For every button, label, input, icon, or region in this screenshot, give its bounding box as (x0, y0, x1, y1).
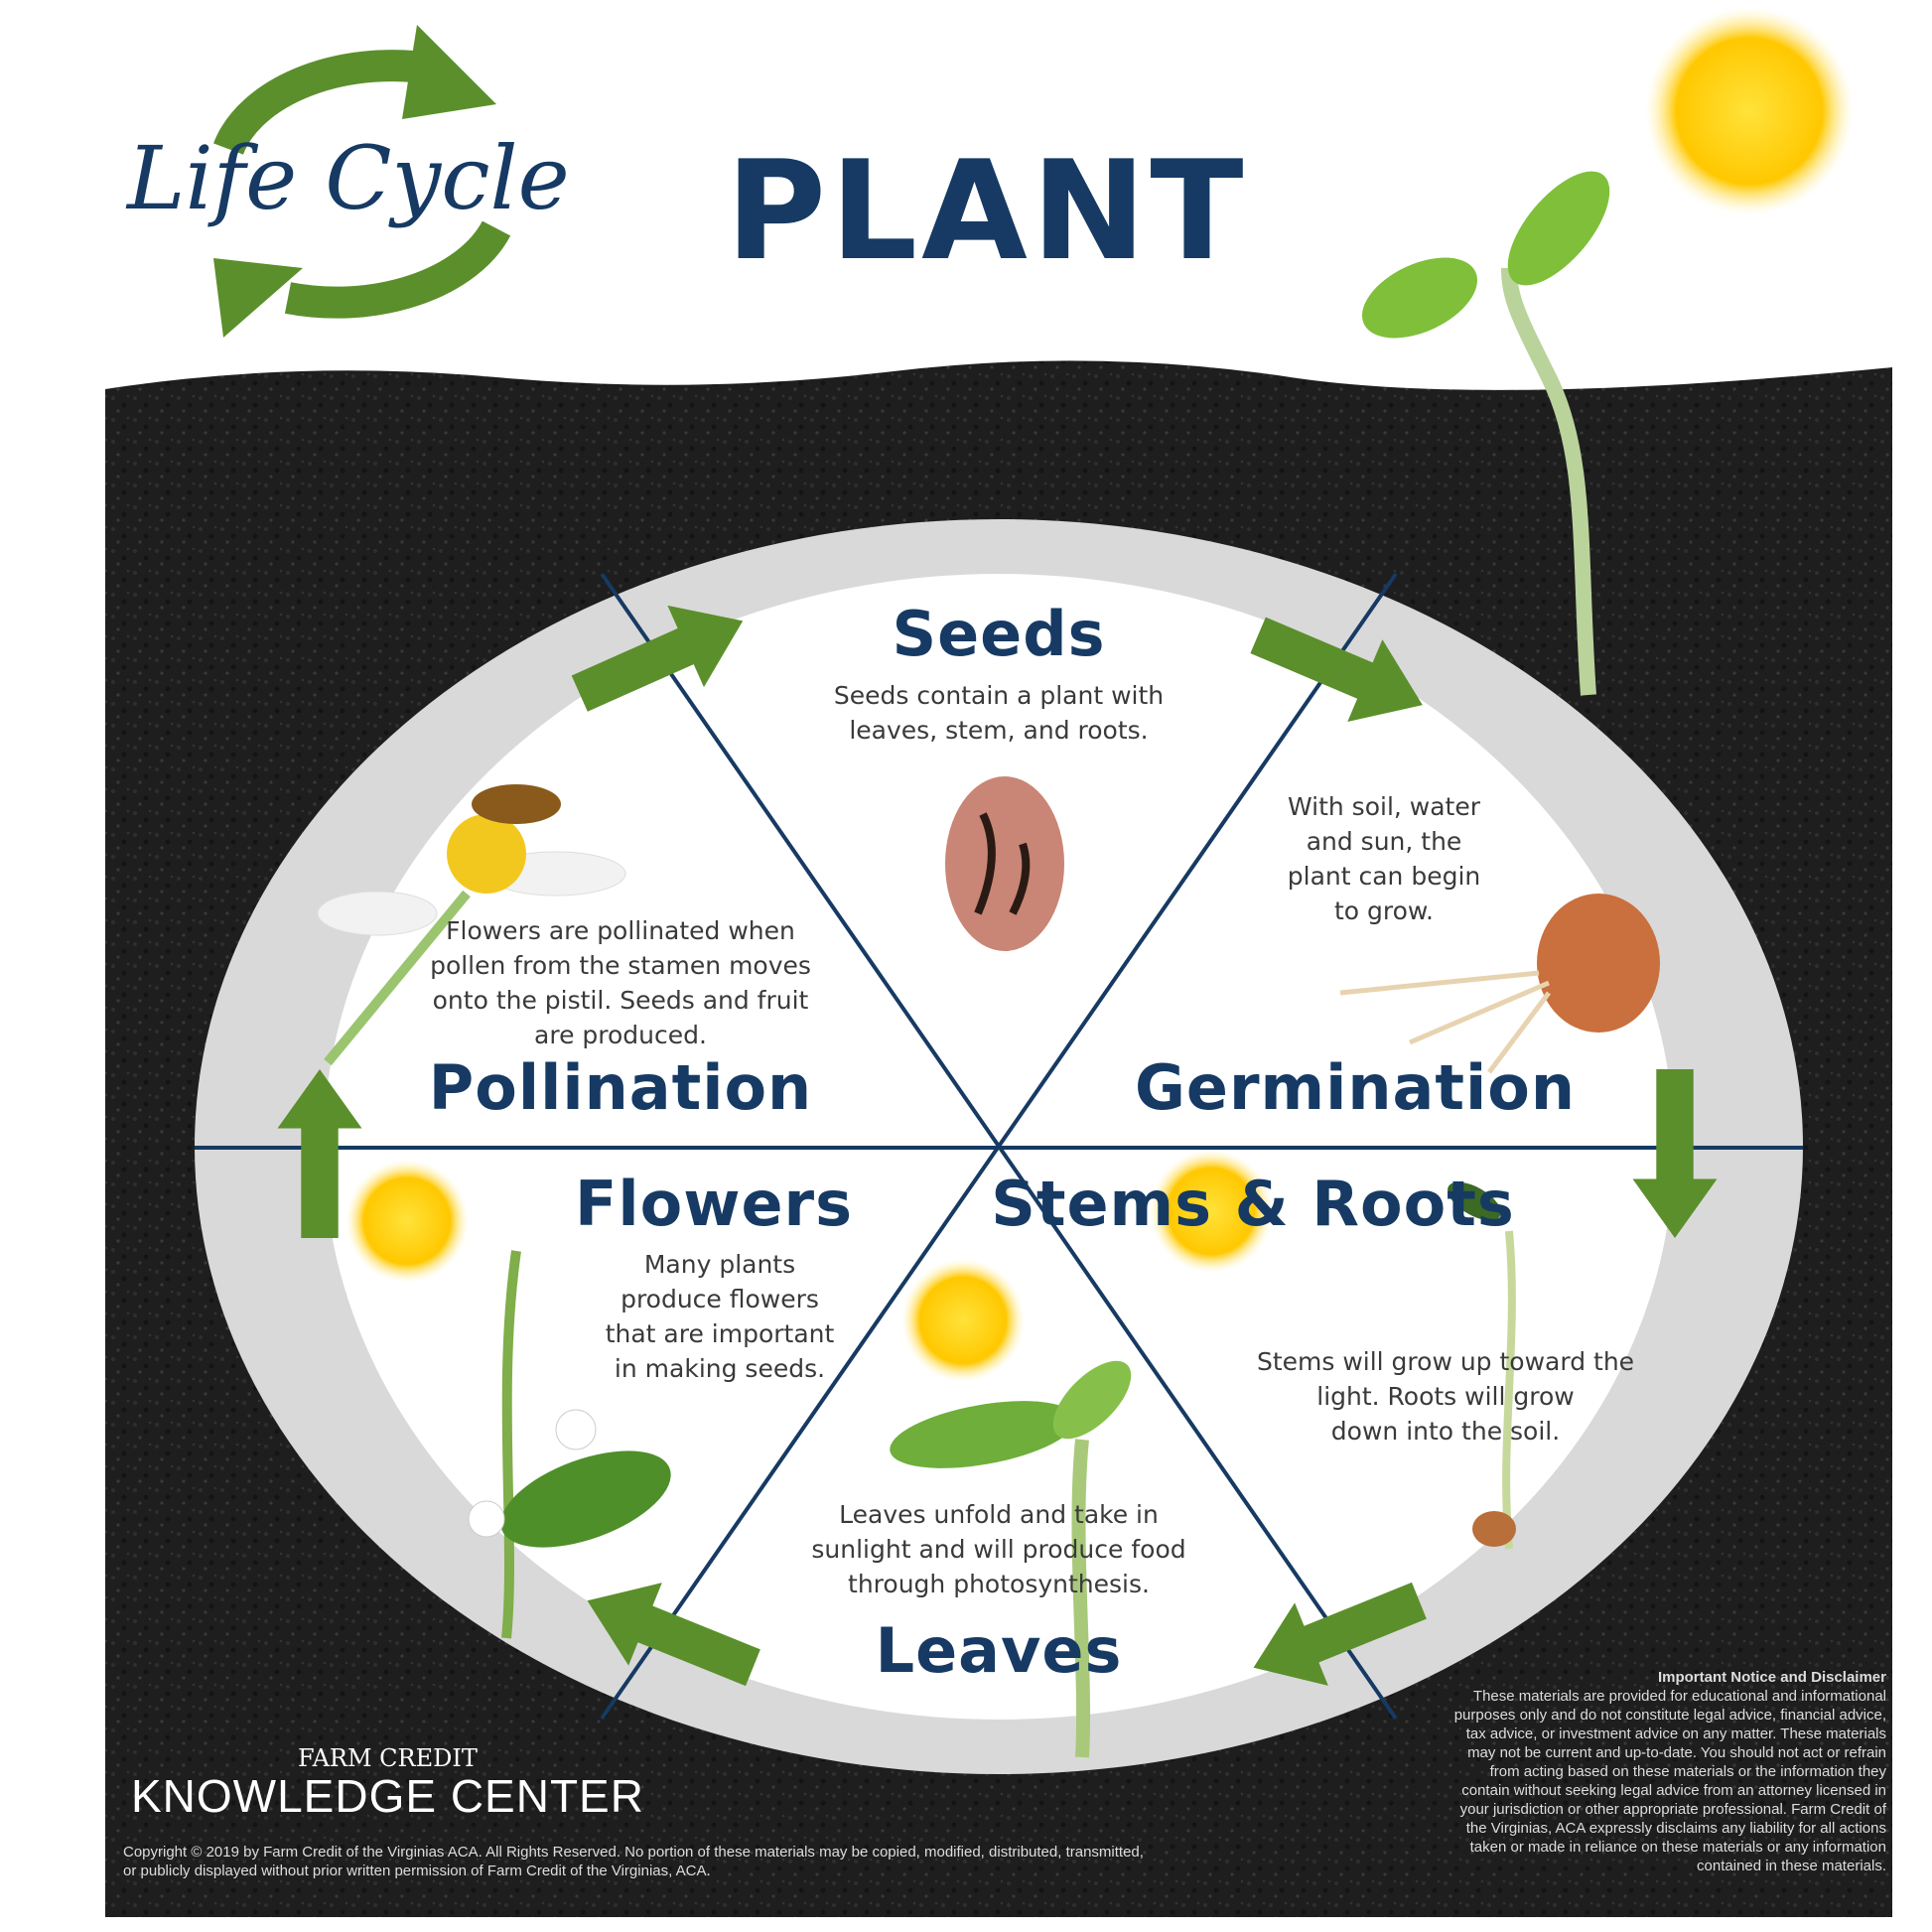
desc-line: and sun, the (1306, 827, 1462, 856)
desc-line: onto the pistil. Seeds and fruit (432, 986, 809, 1015)
desc-line: through photosynthesis. (848, 1570, 1150, 1598)
disclaimer-text: These materials are provided for educati… (1453, 1688, 1886, 1874)
desc-line: With soil, water (1287, 792, 1481, 821)
stage-title-germination: Germination (1135, 1051, 1576, 1124)
sprout-image (1448, 1181, 1516, 1550)
page-title: PLANT (726, 131, 1248, 291)
stage-title-flowers: Flowers (574, 1168, 854, 1240)
stage-desc-stems-roots: Stems will grow up toward the light. Root… (1257, 1344, 1634, 1449)
flowering-plant-image (468, 1250, 671, 1639)
desc-line: sunlight and will produce food (811, 1535, 1186, 1564)
stage-title-seeds: Seeds (892, 598, 1106, 670)
wheel-dividers (195, 572, 1803, 1721)
desc-line: are produced. (534, 1021, 707, 1049)
desc-line: Seeds contain a plant with (833, 681, 1165, 710)
desc-line: Flowers are pollinated when (446, 916, 795, 945)
desc-line: down into the soil. (1330, 1417, 1561, 1446)
desc-line: Many plants (643, 1250, 796, 1279)
stage-desc-pollination: Flowers are pollinated when pollen from t… (430, 913, 811, 1052)
desc-line: that are important (605, 1319, 835, 1348)
sun-icon (901, 1259, 1025, 1382)
brand-small-logo: FARM CREDIT (298, 1744, 478, 1772)
desc-line: in making seeds. (614, 1354, 826, 1383)
desc-line: plant can begin (1287, 862, 1481, 891)
disclaimer: Important Notice and Disclaimer These ma… (1449, 1668, 1886, 1875)
desc-line: to grow. (1333, 897, 1435, 925)
stage-desc-leaves: Leaves unfold and take in sunlight and wi… (811, 1497, 1185, 1601)
seedling-icon (1501, 267, 1596, 696)
disclaimer-title: Important Notice and Disclaimer (1657, 1669, 1886, 1686)
stage-title-pollination: Pollination (428, 1051, 813, 1124)
sun-icon (1645, 7, 1854, 215)
desc-line: Stems will grow up toward the (1256, 1347, 1635, 1376)
stage-title-leaves: Leaves (875, 1614, 1123, 1687)
sun-icon (1150, 1150, 1273, 1273)
life-cycle-script-title: Life Cycle (127, 127, 570, 229)
desc-line: Leaves unfold and take in (839, 1500, 1159, 1529)
sun-icon (345, 1160, 469, 1283)
brand-logo: KNOWLEDGE CENTER (131, 1770, 644, 1822)
stage-desc-seeds: Seeds contain a plant with leaves, stem, … (834, 678, 1164, 748)
germinating-seed-image (1537, 894, 1660, 1033)
stage-desc-germination: With soil, water and sun, the plant can be… (1288, 789, 1481, 928)
leaves-plant-image (890, 1360, 1132, 1758)
recycle-arrows-icon (213, 50, 511, 319)
desc-line: light. Roots will grow (1316, 1382, 1575, 1411)
stage-desc-flowers: Many plants produce flowers that are impor… (606, 1247, 835, 1386)
copyright-text: Copyright © 2019 by Farm Credit of the V… (123, 1844, 1144, 1879)
desc-line: pollen from the stamen moves (430, 951, 811, 980)
flower-bee-image (317, 784, 626, 1066)
stage-title-stems-roots: Stems & Roots (991, 1168, 1515, 1240)
desc-line: leaves, stem, and roots. (849, 716, 1149, 745)
desc-line: produce flowers (621, 1285, 819, 1313)
bean-seed-image (945, 776, 1064, 951)
